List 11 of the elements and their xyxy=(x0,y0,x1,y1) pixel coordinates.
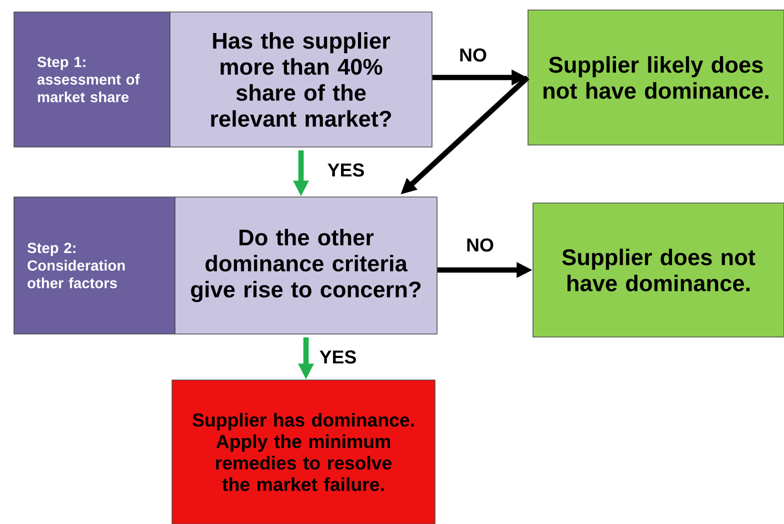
edge-label: NO xyxy=(467,238,494,252)
step-box: Step 2: Consideration other factors xyxy=(14,196,176,334)
step-box: Step 1: assessment of market share xyxy=(14,12,170,148)
edge-label: NO xyxy=(460,48,486,62)
outcome-box: Supplier has dominance. Apply the minimum remedies to resolve the market failure. xyxy=(172,380,436,524)
question-box: Has the supplier more than 40% share of the relevant market? xyxy=(170,12,432,148)
edge-label: YES xyxy=(320,350,356,364)
outcome-box: Supplier likely does not have dominance. xyxy=(528,10,784,146)
question-box: Do the other dominance criteria give rise to concern? xyxy=(174,196,438,334)
outcome-box: Supplier does not have dominance. xyxy=(532,202,784,338)
edge-label: YES xyxy=(328,163,364,177)
